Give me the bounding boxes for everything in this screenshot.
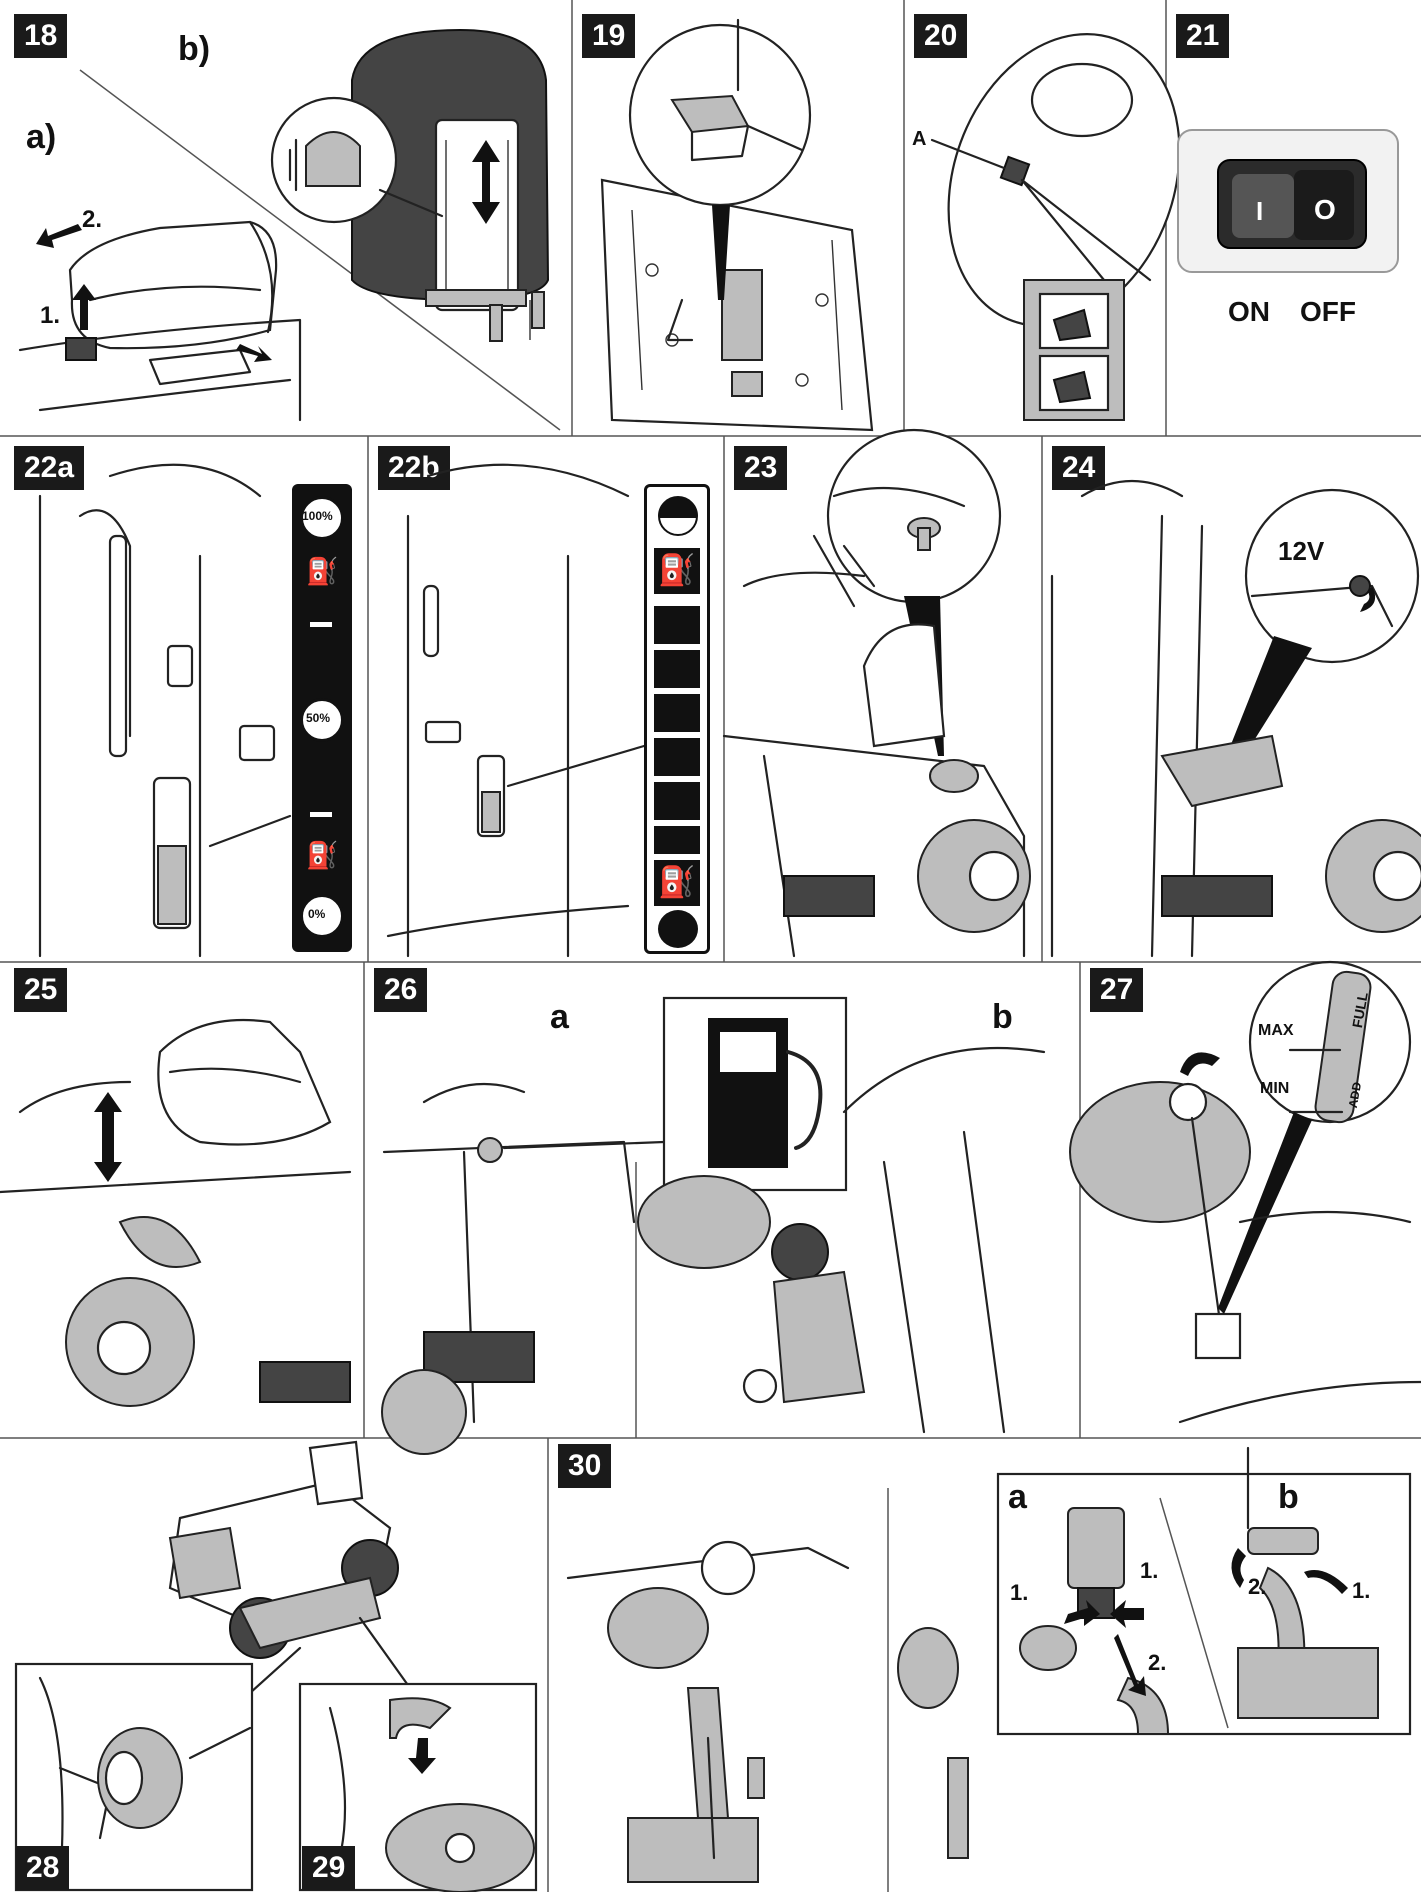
arrow-icon bbox=[1064, 1600, 1100, 1626]
figure-number: 24 bbox=[1052, 446, 1106, 490]
figure-number: 23 bbox=[734, 446, 788, 490]
arrow-icon bbox=[1114, 1634, 1146, 1696]
figure-number: 27 bbox=[1090, 968, 1144, 1012]
tractor-seat-illustration bbox=[0, 1018, 352, 1407]
sub-label-a: a bbox=[550, 998, 569, 1036]
arrow-icon bbox=[1231, 1548, 1246, 1588]
fuel-pump-icon: ⛽ bbox=[654, 860, 700, 906]
figure-number: 21 bbox=[1176, 14, 1230, 58]
battery-connector-icon bbox=[1349, 575, 1371, 597]
seat-illustration bbox=[18, 28, 550, 422]
figure-number: 18 bbox=[14, 14, 68, 58]
figure-25-seat-lever: 25 bbox=[0, 962, 364, 1438]
callout-label: A bbox=[912, 128, 927, 150]
switch-on-label: ON bbox=[1228, 296, 1270, 327]
fuel-pump-icon: ⛽ bbox=[306, 556, 339, 586]
step-label: 1. bbox=[1352, 1578, 1371, 1603]
step-label: 1. bbox=[1140, 1558, 1159, 1583]
gauge-dash bbox=[310, 622, 332, 627]
oil-drain-illustration bbox=[566, 1446, 1412, 1892]
figure-30-oil-drain: 30 a b bbox=[548, 1438, 1421, 1892]
figure-number: 28 bbox=[16, 1846, 70, 1890]
gauge-half-label: 50% bbox=[306, 711, 331, 725]
arrow-icon bbox=[472, 140, 500, 224]
arrow-icon bbox=[1180, 1052, 1220, 1076]
dipstick-max-label: MAX bbox=[1258, 1022, 1294, 1039]
sub-label-b: b bbox=[1278, 1478, 1299, 1516]
dipstick-icon bbox=[1314, 970, 1372, 1124]
gauge-dash bbox=[310, 812, 332, 817]
arrow-icon bbox=[1110, 1600, 1144, 1628]
figure-number: 26 bbox=[374, 968, 428, 1012]
arrow-icon bbox=[408, 1738, 436, 1774]
figure-number: 22b bbox=[378, 446, 450, 490]
tank-illustration bbox=[381, 996, 1046, 1455]
engine-illustration bbox=[1069, 960, 1421, 1424]
figure-28-29-tractor-overview: 28 29 bbox=[0, 1438, 548, 1892]
dashboard-illustration bbox=[386, 463, 646, 958]
figure-18-seat-adjust: 18 b) a) 2. 1. bbox=[0, 0, 572, 436]
tractor-illustration bbox=[1050, 480, 1421, 958]
figure-22b-fuel-gauge: 22b ⛽ ⛽ bbox=[368, 436, 724, 962]
step-label: 1. bbox=[1010, 1580, 1029, 1605]
figure-27-oil-dipstick: 27 MAX MIN FULL ADD bbox=[1069, 960, 1421, 1438]
gauge-empty-label: 0% bbox=[308, 907, 326, 921]
figure-22a-fuel-gauge: 22a 100% ⛽ 50% ⛽ 0% bbox=[0, 436, 368, 962]
figure-number: 19 bbox=[582, 14, 636, 58]
sub-label-a: a) bbox=[26, 118, 57, 156]
seat-plate-illustration bbox=[600, 18, 874, 432]
step-label: 2. bbox=[1148, 1650, 1167, 1675]
tractor-overview-illustration bbox=[14, 1440, 538, 1892]
figure-number: 29 bbox=[302, 1846, 356, 1890]
gauge-empty-mark bbox=[300, 894, 344, 938]
tractor-illustration bbox=[722, 428, 1031, 958]
figure-number: 20 bbox=[914, 14, 968, 58]
figure-20-steering-button: 20 A bbox=[904, 0, 1181, 436]
figure-21-onoff-switch: 21 I O ON OFF bbox=[1166, 0, 1421, 436]
arrow-icon bbox=[94, 1092, 122, 1182]
fuel-pump-icon: ⛽ bbox=[654, 548, 700, 594]
arrow-icon bbox=[36, 224, 272, 362]
switch-off-label: OFF bbox=[1300, 296, 1356, 327]
switch-off-glyph: O bbox=[1314, 194, 1336, 225]
figure-number: 30 bbox=[558, 1444, 612, 1488]
sub-label-a: a bbox=[1008, 1478, 1027, 1516]
gauge-empty-mark bbox=[658, 910, 698, 948]
switch-on-glyph: I bbox=[1256, 196, 1264, 226]
figure-number: 22a bbox=[14, 446, 85, 490]
figure-19-seat-switch: 19 bbox=[572, 0, 904, 436]
gauge-full-mark bbox=[300, 496, 344, 540]
gauge-full-label: 100% bbox=[302, 509, 333, 523]
arrow-icon bbox=[1304, 1570, 1348, 1594]
gauge-full-mark bbox=[658, 496, 698, 536]
gauge-half-mark bbox=[300, 698, 344, 742]
fuel-pump-icon: ⛽ bbox=[306, 840, 339, 870]
figure-24-battery: 24 12V bbox=[1042, 436, 1421, 962]
gauge-bar-stack bbox=[654, 606, 700, 854]
figure-number: 25 bbox=[14, 968, 68, 1012]
dipstick-min-label: MIN bbox=[1260, 1080, 1290, 1097]
sub-label-b: b bbox=[992, 998, 1013, 1036]
rocker-switch-icon bbox=[1177, 129, 1399, 273]
dashboard-illustration bbox=[38, 463, 292, 958]
figure-23-seat-knob: 23 bbox=[722, 428, 1042, 962]
step-label: 1. bbox=[40, 302, 61, 329]
figure-26-refuel: 26 a b bbox=[364, 962, 1080, 1455]
voltage-label: 12V bbox=[1278, 536, 1325, 566]
step-label: 2. bbox=[82, 206, 103, 233]
sub-label-b: b) bbox=[178, 30, 211, 68]
steering-wheel-illustration bbox=[930, 33, 1181, 421]
step-label: 2. bbox=[1248, 1574, 1267, 1599]
